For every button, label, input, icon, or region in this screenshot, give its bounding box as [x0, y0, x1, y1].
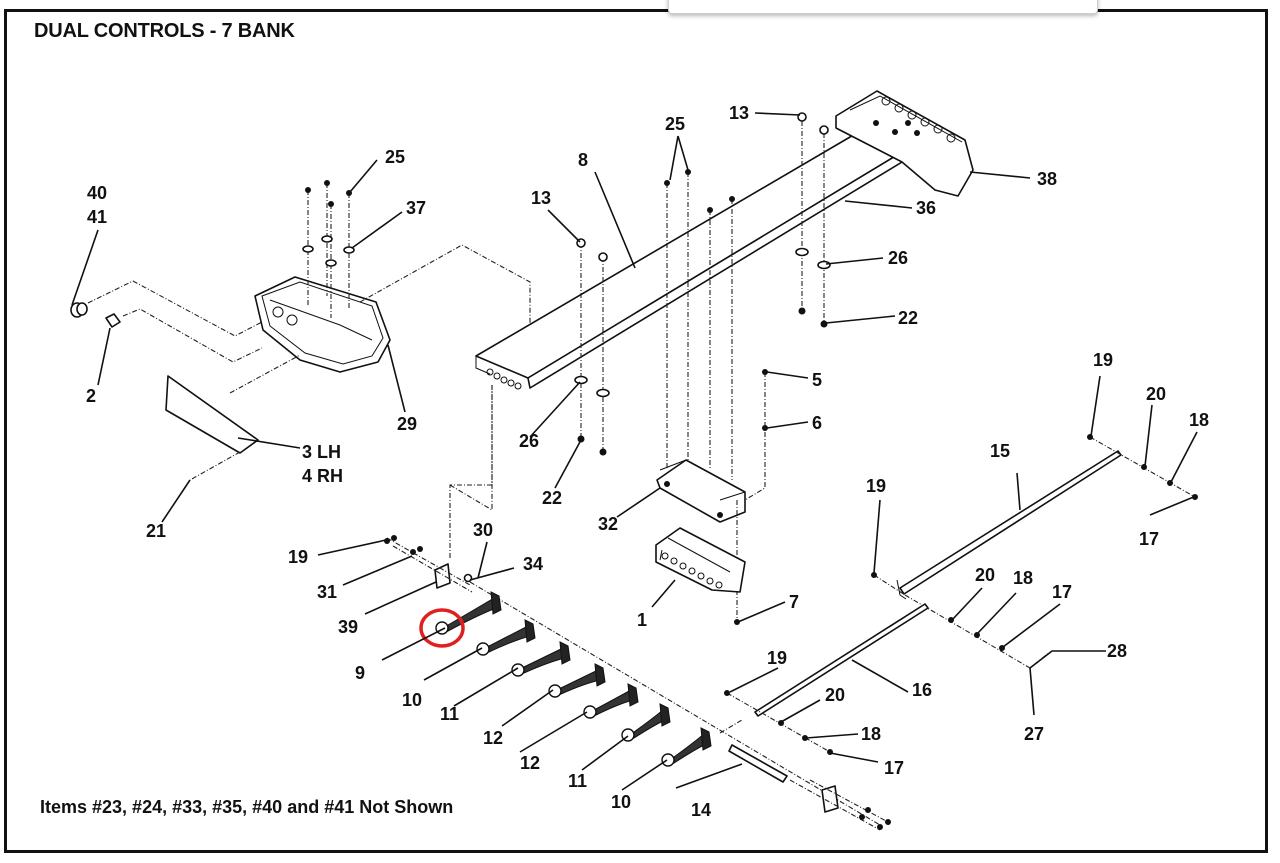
lever-9 — [435, 591, 502, 635]
levers — [435, 591, 712, 767]
part-40-41-clip — [70, 302, 88, 318]
callout-41: 41 — [87, 207, 107, 227]
callout-19: 19 — [1093, 350, 1113, 370]
lever-11 — [621, 703, 671, 742]
callout-17: 17 — [884, 758, 904, 778]
part-38-end-housing — [835, 90, 974, 197]
callout-15: 15 — [990, 441, 1010, 461]
callout-20: 20 — [1146, 384, 1166, 404]
callout-2: 2 — [86, 386, 96, 406]
callout-7: 7 — [789, 592, 799, 612]
callout-14: 14 — [691, 800, 711, 820]
callout-13: 13 — [531, 188, 551, 208]
lever-knob — [583, 705, 597, 719]
callout-18: 18 — [1013, 568, 1033, 588]
callout-18: 18 — [1189, 410, 1209, 430]
page-title: DUAL CONTROLS - 7 BANK — [34, 20, 295, 42]
callout-19: 19 — [767, 648, 787, 668]
callout-8: 8 — [578, 150, 588, 170]
callout-19: 19 — [866, 476, 886, 496]
callout-11: 11 — [568, 771, 587, 791]
callout-25: 25 — [665, 114, 685, 134]
lever-11 — [511, 641, 571, 677]
part-14-link — [728, 744, 891, 831]
lever-10 — [661, 727, 712, 767]
callout-20: 20 — [825, 685, 845, 705]
highlight-circle-item-9 — [419, 608, 465, 648]
callout-10: 10 — [402, 690, 422, 710]
callout-6: 6 — [812, 413, 822, 433]
part-29-housing — [254, 276, 391, 373]
callout-1: 1 — [637, 610, 647, 630]
callout-27: 27 — [1024, 724, 1044, 744]
lever-knob — [661, 753, 675, 767]
callout-34: 34 — [523, 554, 543, 574]
callout-13: 13 — [729, 103, 749, 123]
not-shown-note: Items #23, #24, #33, #35, #40 and #41 No… — [40, 797, 454, 817]
callout-17: 17 — [1139, 529, 1159, 549]
callout-18: 18 — [861, 724, 881, 744]
callout-17: 17 — [1052, 582, 1072, 602]
lever-10 — [476, 619, 536, 656]
callout-32: 32 — [598, 514, 618, 534]
callout-30: 30 — [473, 520, 493, 540]
callout-19: 19 — [288, 547, 308, 567]
rail-fasteners — [574, 112, 831, 480]
part-16-rod — [754, 603, 929, 717]
lever-knob — [476, 642, 490, 656]
lever-knob — [511, 663, 525, 677]
callout-36: 36 — [916, 198, 936, 218]
callout-4-rh: 4 RH — [302, 466, 343, 486]
callout-29: 29 — [397, 414, 417, 434]
callout-9: 9 — [355, 663, 365, 683]
callout-26: 26 — [519, 431, 539, 451]
callout-12: 12 — [483, 728, 503, 748]
callout-37: 37 — [406, 198, 426, 218]
callout-31: 31 — [317, 582, 337, 602]
fasteners-25-37-left — [302, 180, 355, 318]
callout-22: 22 — [898, 308, 918, 328]
callout-16: 16 — [912, 680, 932, 700]
part-15-rod — [871, 450, 1122, 600]
part-39-mount — [384, 535, 473, 593]
callout-28: 28 — [1107, 641, 1127, 661]
callout-22: 22 — [542, 488, 562, 508]
callout-40: 40 — [87, 183, 107, 203]
part-3-4-panel — [165, 375, 259, 454]
callout-10: 10 — [611, 792, 631, 812]
callout-26: 26 — [888, 248, 908, 268]
callout-38: 38 — [1037, 169, 1057, 189]
lever-12 — [583, 683, 639, 719]
part-1-valve-bank — [655, 527, 746, 593]
callout-11: 11 — [440, 704, 459, 724]
callout-25: 25 — [385, 147, 405, 167]
callout-3-lh: 3 LH — [302, 442, 341, 462]
callout-12: 12 — [520, 753, 540, 773]
callout-labels: 40 41 2 25 37 29 3 LH 4 RH 21 13 8 25 13… — [86, 103, 1209, 820]
callout-5: 5 — [812, 370, 822, 390]
callout-21: 21 — [146, 521, 166, 541]
lever-12 — [548, 663, 606, 698]
part-2-grommet — [105, 313, 121, 328]
callout-20: 20 — [975, 565, 995, 585]
leader-lines — [71, 112, 1198, 791]
callout-39: 39 — [338, 617, 358, 637]
popup-tooltip — [668, 0, 1098, 14]
lever-knob — [548, 684, 562, 698]
part-8-rail — [475, 129, 913, 390]
